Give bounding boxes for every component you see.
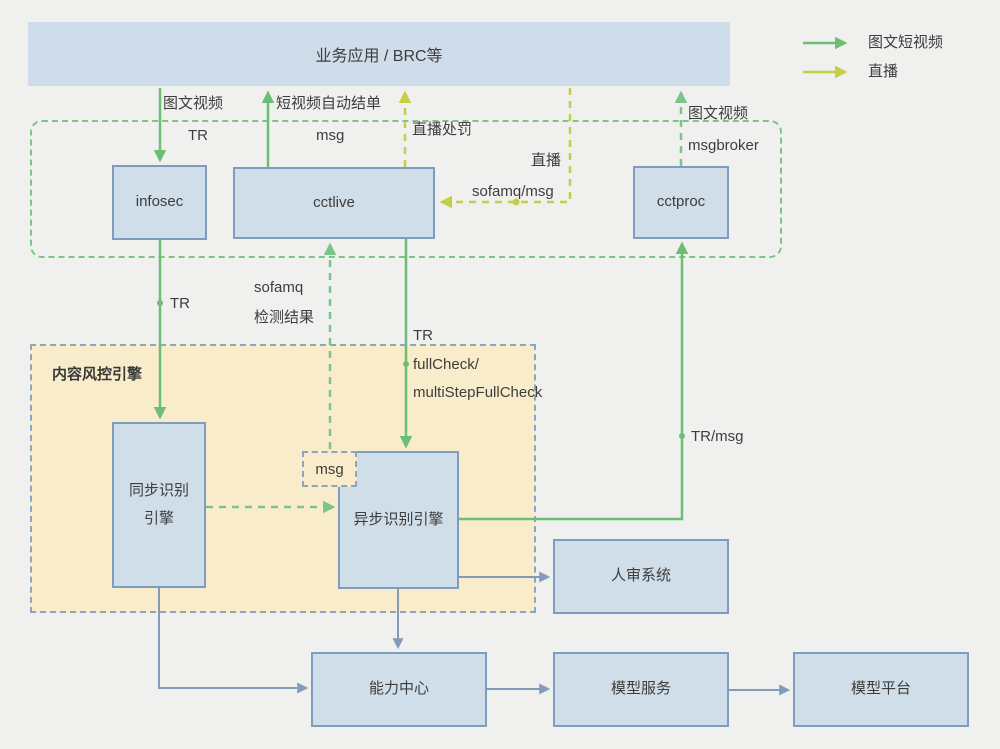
- node-capability-center-label: 能力中心: [368, 680, 429, 698]
- node-model-service-label: 模型服务: [610, 680, 671, 698]
- node-cctproc: cctproc: [633, 166, 729, 239]
- node-infosec: infosec: [112, 165, 207, 240]
- legend-item-tuwen: 图文短视频: [803, 27, 993, 56]
- edge-label-async-in-line2: fullCheck/: [413, 356, 479, 373]
- edge-label-sync-in: TR: [170, 295, 190, 312]
- edge-label-cctproc-out-line2: msgbroker: [688, 137, 759, 154]
- risk-engine-title: 内容风控引擎: [52, 366, 143, 383]
- legend-arrow-spacer: [803, 64, 855, 78]
- legend-arrow-spacer: [803, 35, 855, 49]
- node-msg-queue-label: msg: [315, 460, 344, 478]
- node-sync-engine: 同步识别 引擎: [112, 422, 206, 588]
- node-model-platform-label: 模型平台: [850, 680, 911, 698]
- node-cctproc-label: cctproc: [656, 193, 706, 211]
- edge-label-infosec-in-line1: 图文视频: [163, 95, 224, 112]
- legend-label-live: 直播: [868, 63, 899, 80]
- edge-label-detect-result-line1: sofamq: [254, 279, 304, 296]
- edge-dot-tr: [157, 300, 163, 306]
- edge-label-cctlive-out-line1: 短视频自动结单: [276, 95, 382, 112]
- edge-label-async-in-line1: TR: [413, 327, 433, 344]
- node-review-system: 人审系统: [553, 539, 729, 614]
- edge-label-live-in-line1: 直播: [531, 152, 562, 169]
- edge-label-async-in-line3: multiStepFullCheck: [413, 384, 543, 401]
- edge-label-cctlive-out-line2: msg: [316, 127, 345, 144]
- edge-label-cctproc-out-line1: 图文视频: [688, 105, 749, 122]
- node-sync-engine-label-line2: 引擎: [143, 510, 174, 527]
- node-async-engine-label: 异步识别引擎: [353, 510, 444, 528]
- legend-label-tuwen: 图文短视频: [868, 34, 944, 51]
- top-bar-label: 业务应用 / BRC等: [315, 48, 443, 65]
- node-capability-center: 能力中心: [311, 652, 487, 727]
- node-cctlive: cctlive: [233, 167, 435, 239]
- node-review-system-label: 人审系统: [610, 567, 671, 585]
- edge-label-infosec-in-line2: TR: [188, 127, 208, 144]
- node-model-platform: 模型平台: [793, 652, 969, 727]
- legend: 图文短视频 直播: [803, 27, 993, 85]
- node-cctlive-label: cctlive: [313, 193, 355, 211]
- node-infosec-label: infosec: [135, 193, 184, 211]
- node-model-service: 模型服务: [553, 652, 729, 727]
- edge-label-live-punish: 直播处罚: [412, 121, 473, 138]
- edge-label-live-in-line2: sofamq/msg: [472, 183, 554, 200]
- node-msg-queue: msg: [302, 451, 357, 487]
- edge-label-detect-result-line2: 检测结果: [254, 309, 315, 326]
- node-async-engine: 异步识别引擎: [338, 451, 459, 589]
- edge-label-async-to-cctproc: TR/msg: [691, 428, 744, 445]
- edge-dot-tr-msg: [679, 433, 685, 439]
- top-bar-business-app: 业务应用 / BRC等: [28, 22, 730, 86]
- node-sync-engine-label-line1: 同步识别: [128, 481, 189, 499]
- legend-item-live: 直播: [803, 56, 993, 85]
